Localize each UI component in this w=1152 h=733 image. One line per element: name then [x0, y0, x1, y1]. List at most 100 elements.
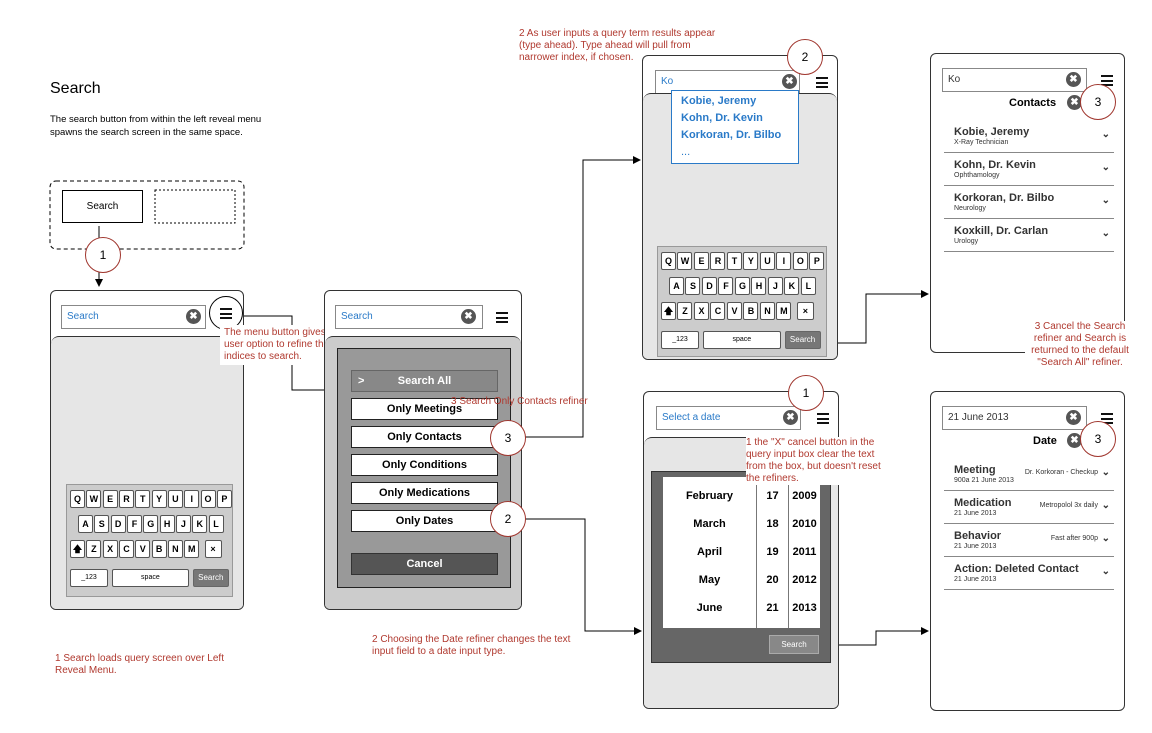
result-row[interactable]: Medication 21 June 2013 Metropolol 3x da…: [944, 491, 1114, 524]
refiner-only-contacts[interactable]: Only Contacts: [351, 426, 498, 448]
clear-refiner-icon[interactable]: ✖: [1067, 433, 1082, 448]
backspace-key[interactable]: ×: [204, 540, 222, 558]
key-z[interactable]: Z: [677, 302, 693, 320]
key-a[interactable]: A: [78, 515, 93, 533]
key-g[interactable]: G: [734, 277, 750, 295]
key-l[interactable]: L: [800, 277, 816, 295]
key-w[interactable]: W: [86, 490, 102, 508]
shift-key[interactable]: 🡅: [70, 540, 85, 558]
key-m[interactable]: M: [184, 540, 200, 558]
chevron-down-icon[interactable]: ⌄: [1101, 533, 1110, 544]
shift-key[interactable]: 🡅: [661, 302, 676, 320]
key-c[interactable]: C: [710, 302, 726, 320]
key-h[interactable]: H: [159, 515, 175, 533]
key-n[interactable]: N: [167, 540, 183, 558]
result-row[interactable]: Meeting 900a 21 June 2013 Dr. Korkoran -…: [944, 458, 1114, 491]
key-e[interactable]: E: [102, 490, 118, 508]
chevron-down-icon[interactable]: ⌄: [1101, 566, 1110, 577]
query-input[interactable]: 21 June 2013: [942, 406, 1087, 430]
backspace-key[interactable]: ×: [796, 302, 814, 320]
refiner-only-dates[interactable]: Only Dates: [351, 510, 498, 532]
reveal-menu-search-button[interactable]: Search: [62, 190, 143, 223]
key-l[interactable]: L: [208, 515, 224, 533]
key-j[interactable]: J: [175, 515, 191, 533]
clear-icon[interactable]: ✖: [1066, 72, 1081, 87]
key-x[interactable]: X: [102, 540, 118, 558]
result-row[interactable]: Behavior 21 June 2013 Fast after 900p ⌄: [944, 524, 1114, 557]
key-d[interactable]: D: [110, 515, 126, 533]
key-p[interactable]: P: [809, 252, 825, 270]
key-q[interactable]: Q: [661, 252, 676, 270]
key-r[interactable]: R: [710, 252, 726, 270]
query-input[interactable]: Ko: [942, 68, 1087, 92]
key-m[interactable]: M: [776, 302, 792, 320]
key-f[interactable]: F: [126, 515, 142, 533]
key-r[interactable]: R: [118, 490, 134, 508]
numbers-key[interactable]: _123: [70, 569, 108, 587]
key-x[interactable]: X: [693, 302, 709, 320]
clear-icon[interactable]: ✖: [783, 410, 798, 425]
date-search-button[interactable]: Search: [769, 635, 819, 654]
key-t[interactable]: T: [135, 490, 151, 508]
contact-row[interactable]: Korkoran, Dr. Bilbo Neurology ⌄: [944, 186, 1114, 219]
menu-icon[interactable]: [816, 77, 828, 88]
typeahead-item[interactable]: Korkoran, Dr. Bilbo: [681, 129, 782, 141]
key-i[interactable]: I: [184, 490, 200, 508]
menu-icon[interactable]: [496, 312, 508, 323]
menu-icon[interactable]: [1101, 75, 1113, 86]
key-d[interactable]: D: [701, 277, 717, 295]
key-v[interactable]: V: [135, 540, 151, 558]
key-b[interactable]: B: [743, 302, 759, 320]
numbers-key[interactable]: _123: [661, 331, 699, 349]
contact-row[interactable]: Koxkill, Dr. Carlan Urology ⌄: [944, 219, 1114, 252]
date-input[interactable]: Select a date: [656, 406, 801, 430]
menu-icon[interactable]: [220, 308, 232, 319]
key-w[interactable]: W: [677, 252, 693, 270]
clear-refiner-icon[interactable]: ✖: [1067, 95, 1082, 110]
refiner-search-all[interactable]: > Search All: [351, 370, 498, 392]
search-input[interactable]: Search: [335, 305, 483, 329]
clear-icon[interactable]: ✖: [186, 309, 201, 324]
key-a[interactable]: A: [669, 277, 684, 295]
key-u[interactable]: U: [167, 490, 183, 508]
key-k[interactable]: K: [192, 515, 208, 533]
chevron-down-icon[interactable]: ⌄: [1101, 162, 1110, 173]
key-b[interactable]: B: [151, 540, 167, 558]
menu-icon[interactable]: [817, 413, 829, 424]
key-n[interactable]: N: [759, 302, 775, 320]
search-key[interactable]: Search: [192, 569, 229, 587]
contact-row[interactable]: Kohn, Dr. Kevin Ophthamology ⌄: [944, 153, 1114, 186]
key-s[interactable]: S: [94, 515, 110, 533]
refiner-only-medications[interactable]: Only Medications: [351, 482, 498, 504]
key-k[interactable]: K: [784, 277, 800, 295]
typeahead-item[interactable]: Kobie, Jeremy: [681, 95, 757, 107]
key-u[interactable]: U: [759, 252, 775, 270]
key-s[interactable]: S: [685, 277, 701, 295]
chevron-down-icon[interactable]: ⌄: [1101, 500, 1110, 511]
key-h[interactable]: H: [751, 277, 767, 295]
clear-icon[interactable]: ✖: [1066, 410, 1081, 425]
refiner-only-meetings[interactable]: Only Meetings: [351, 398, 498, 420]
search-key[interactable]: Search: [784, 331, 821, 349]
contact-row[interactable]: Kobie, Jeremy X-Ray Technician ⌄: [944, 120, 1114, 153]
key-o[interactable]: O: [792, 252, 808, 270]
key-y[interactable]: Y: [743, 252, 759, 270]
chevron-down-icon[interactable]: ⌄: [1101, 129, 1110, 140]
chevron-down-icon[interactable]: ⌄: [1101, 195, 1110, 206]
key-z[interactable]: Z: [86, 540, 102, 558]
key-p[interactable]: P: [216, 490, 232, 508]
key-i[interactable]: I: [776, 252, 792, 270]
chevron-down-icon[interactable]: ⌄: [1101, 467, 1110, 478]
chevron-down-icon[interactable]: ⌄: [1101, 228, 1110, 239]
result-row[interactable]: Action: Deleted Contact 21 June 2013 ⌄: [944, 557, 1114, 590]
key-o[interactable]: O: [200, 490, 216, 508]
space-key[interactable]: space: [703, 331, 781, 349]
clear-icon[interactable]: ✖: [461, 309, 476, 324]
key-t[interactable]: T: [726, 252, 742, 270]
space-key[interactable]: space: [112, 569, 189, 587]
clear-icon[interactable]: ✖: [782, 74, 797, 89]
